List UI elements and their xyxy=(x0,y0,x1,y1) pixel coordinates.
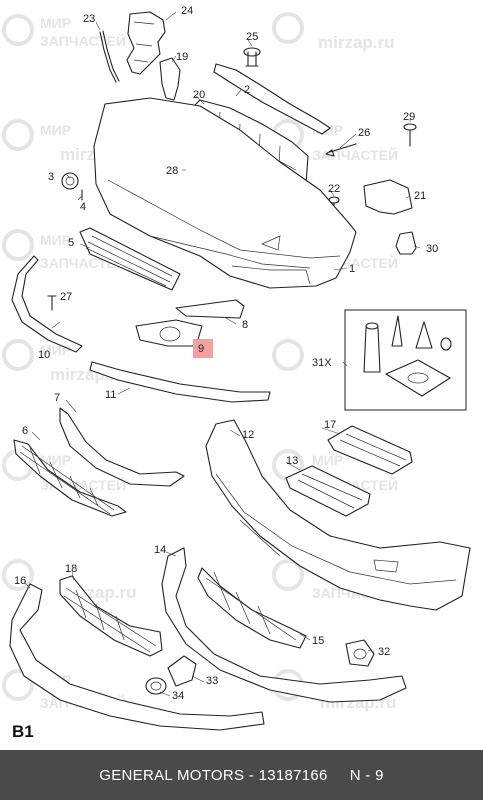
callout-13: 13 xyxy=(286,455,298,467)
part-21-bracket xyxy=(363,179,413,215)
footer-brand: GENERAL MOTORS xyxy=(99,766,245,784)
highlight-callout-9 xyxy=(193,339,213,358)
part-1-bumper-fascia xyxy=(93,97,357,289)
part-19-bracket xyxy=(159,57,181,101)
callout-9: 9 xyxy=(198,343,204,355)
callout-3: 3 xyxy=(48,171,54,183)
part-25-clip xyxy=(243,47,261,67)
callout-21: 21 xyxy=(414,190,426,202)
footer-bar: GENERAL MOTORS - 13187166 N - 9 xyxy=(0,750,483,800)
part-33-bracket xyxy=(167,655,197,687)
part-3-cap xyxy=(61,172,79,190)
watermark-brand: МИР xyxy=(40,15,71,31)
part-9-fog-lamp-cover xyxy=(135,319,203,347)
callout-24: 24 xyxy=(181,5,193,17)
part-29-screw xyxy=(403,123,417,147)
callout-17: 17 xyxy=(324,419,336,431)
callout-8: 8 xyxy=(242,319,248,331)
callout-6: 6 xyxy=(22,425,28,437)
callout-34: 34 xyxy=(172,690,184,702)
callout-19: 19 xyxy=(176,51,188,63)
part-24-bracket xyxy=(126,11,166,75)
part-12-bumper-fascia xyxy=(205,419,471,611)
callout-12: 12 xyxy=(242,429,254,441)
callout-26: 26 xyxy=(358,127,370,139)
part-18-mesh-grille xyxy=(59,575,163,657)
callout-28: 28 xyxy=(166,165,178,177)
callout-30: 30 xyxy=(426,243,438,255)
callout-labels: 23 24 19 25 2 20 29 26 28 3 4 22 21 5 30… xyxy=(14,5,438,702)
callout-11: 11 xyxy=(105,389,116,401)
footer-position: N - 9 xyxy=(349,766,384,784)
part-7-grille-frame xyxy=(59,407,185,487)
callout-23: 23 xyxy=(83,13,95,25)
footer-separator: - xyxy=(248,766,255,784)
callout-27: 27 xyxy=(60,291,72,303)
watermark-brand: ЗАПЧАСТЕЙ xyxy=(40,32,126,49)
watermark-site: mirzap.ru xyxy=(318,33,395,52)
part-34-ring xyxy=(145,677,167,695)
part-2-energy-absorber xyxy=(213,63,331,135)
callout-7: 7 xyxy=(54,392,60,404)
part-13-undertray xyxy=(285,465,371,517)
footer-part-number: 13187166 xyxy=(258,766,328,784)
callout-10: 10 xyxy=(38,349,50,361)
watermark-brand: МИР xyxy=(312,452,343,468)
parts-diagram: МИР ЗАПЧАСТЕЙ mirzap.ru МИР mirzap.ru МИ… xyxy=(2,5,471,731)
part-11-lower-trim xyxy=(89,361,271,403)
callout-15: 15 xyxy=(312,635,324,647)
part-6-mesh-grille xyxy=(13,439,127,517)
callout-33: 33 xyxy=(206,675,218,687)
callout-18: 18 xyxy=(65,563,77,575)
callout-14: 14 xyxy=(154,544,166,556)
leader-lines xyxy=(23,11,421,697)
part-30-mount xyxy=(395,231,417,255)
callout-5: 5 xyxy=(68,237,74,249)
watermark-brand: МИР xyxy=(40,122,71,138)
part-10-trim xyxy=(11,255,83,353)
diagram-page-label: B1 xyxy=(12,722,34,741)
callout-29: 29 xyxy=(403,111,415,123)
part-32-trim-ring xyxy=(345,639,375,667)
watermark-brand: ЗАПЧАСТЕЙ xyxy=(312,146,398,163)
callout-16: 16 xyxy=(14,575,26,587)
callout-4: 4 xyxy=(80,201,86,213)
callout-25: 25 xyxy=(246,31,258,43)
part-16-spoiler xyxy=(9,583,265,731)
part-26-pin xyxy=(325,143,357,157)
part-8-fog-cover xyxy=(175,299,245,319)
part-14-bumper-fascia-lower xyxy=(161,547,407,703)
callout-1: 1 xyxy=(349,263,355,275)
callout-31x: 31X xyxy=(312,357,332,369)
part-23-rod xyxy=(99,30,120,83)
part-31x-kit-items xyxy=(363,315,452,397)
callout-22: 22 xyxy=(328,183,340,195)
callout-20: 20 xyxy=(193,89,205,101)
part-31x-kit-frame xyxy=(344,309,467,411)
callout-32: 32 xyxy=(378,646,390,658)
watermark-brand: МИР xyxy=(40,232,71,248)
part-27-pin xyxy=(47,295,57,311)
callout-2: 2 xyxy=(244,84,250,96)
